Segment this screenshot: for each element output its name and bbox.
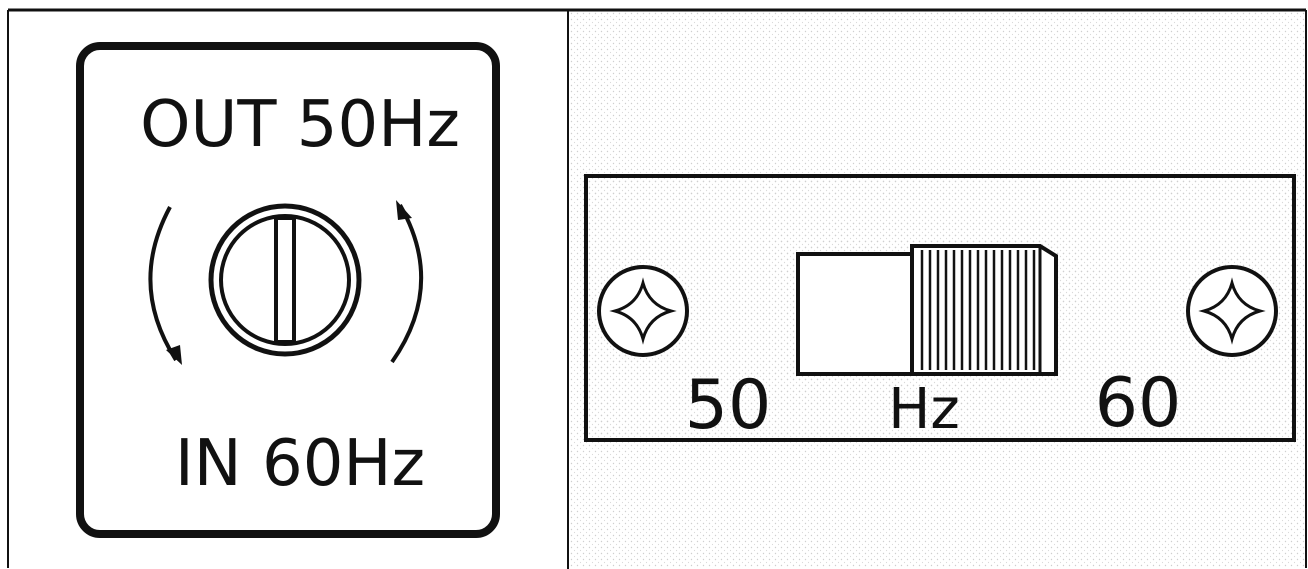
left-panel: OUT 50Hz IN 60Hz (76, 42, 500, 538)
rotate-cw-arrow-icon (390, 200, 424, 364)
right-panel: 50 Hz 60 (584, 174, 1296, 445)
rotate-ccw-arrow-icon (148, 206, 182, 365)
frequency-slide-switch[interactable] (796, 244, 1058, 376)
outer-frame (7, 8, 1307, 568)
phillips-screw-icon (1186, 265, 1278, 357)
in-60hz-label: IN 60Hz (175, 427, 425, 501)
slide-switch-plate (584, 174, 1296, 442)
phillips-screw-icon (597, 265, 689, 357)
switch-knob[interactable] (910, 244, 1058, 376)
50-label: 50 (685, 366, 772, 445)
slotted-screw-icon[interactable] (208, 203, 362, 357)
out-50hz-label: OUT 50Hz (140, 88, 460, 162)
hz-unit-label: Hz (888, 377, 960, 442)
60-label: 60 (1095, 364, 1182, 443)
